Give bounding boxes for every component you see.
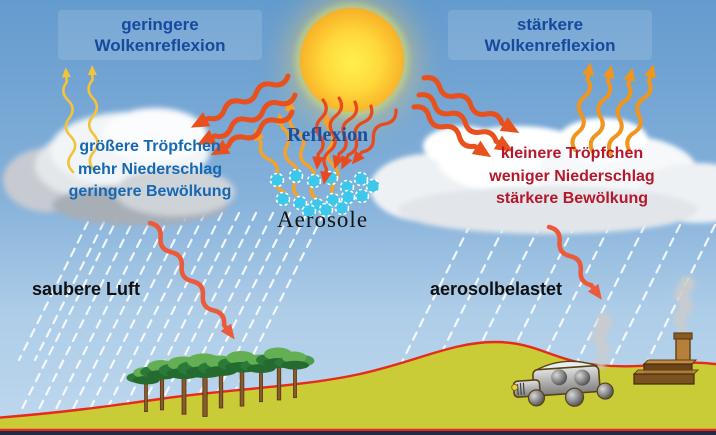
rain-right [395,223,716,374]
tree-grove [125,346,316,418]
sunray-arrows-right [411,75,520,158]
heading-line: geringere [121,15,199,34]
clean-air-label: saubere Luft [32,279,141,299]
left-cloud-caption: größere Tröpfchen mehr Niederschlag geri… [52,136,248,204]
heading-line: stärkere [516,15,584,34]
factory-smoke [674,276,695,337]
aerosol-label: Aerosole [277,207,369,232]
reflection-label: Reflexion [287,124,369,146]
aerosol-laden-label: aerosolbelastet [430,279,563,299]
sunray-arrows-center [312,96,398,185]
strong-cloud-reflection-arrows [570,62,656,156]
weak-cloud-reflection-arrows [61,65,99,174]
caption-line: stärkere Bewölkung [495,190,649,207]
sunray-arrows-left [190,73,298,156]
precipitation-arrows [147,220,602,340]
left-cloud-reflection-heading: geringere Wolkenreflexion [58,10,262,60]
right-cloud-reflection-heading: stärkere Wolkenreflexion [448,10,652,60]
caption-line: kleinere Tröpfchen [500,145,644,162]
right-cloud-caption: kleinere Tröpfchen weniger Niederschlag … [467,143,677,211]
factory-icon [632,332,700,385]
caption-line: weniger Niederschlag [489,167,655,185]
heading-line: Wolkenreflexion [484,36,616,55]
truck-icon [511,360,614,407]
heading-line: Wolkenreflexion [94,36,226,55]
caption-line: geringere Bewölkung [68,183,232,200]
truck-smoke [592,313,612,369]
caption-line: mehr Niederschlag [77,160,223,178]
caption-line: größere Tröpfchen [79,138,221,155]
aerosol-particles [269,168,381,219]
bottom-border [0,431,716,435]
sun-icon [300,8,404,112]
